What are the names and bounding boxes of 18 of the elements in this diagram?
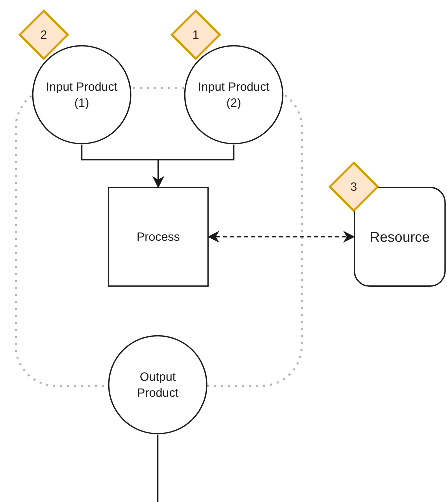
step-number: 3 [350,178,358,196]
step-number: 1 [192,26,200,44]
product-circle [184,45,284,145]
arrow [152,145,235,188]
node-label: Output Product [136,368,180,402]
process-box [108,187,209,287]
product-circle [32,45,132,145]
product-circle [108,335,208,435]
node-label: Input Product (1) [45,78,119,112]
step-badge [171,10,221,60]
step-badge [329,162,379,212]
node-label: Process [136,228,180,246]
arrow [208,231,356,243]
node-label: Input Product (2) [197,78,271,112]
connector-line [157,435,159,502]
step-badge [19,10,69,60]
step-number: 2 [40,26,48,44]
node-label: Resource [370,228,430,246]
